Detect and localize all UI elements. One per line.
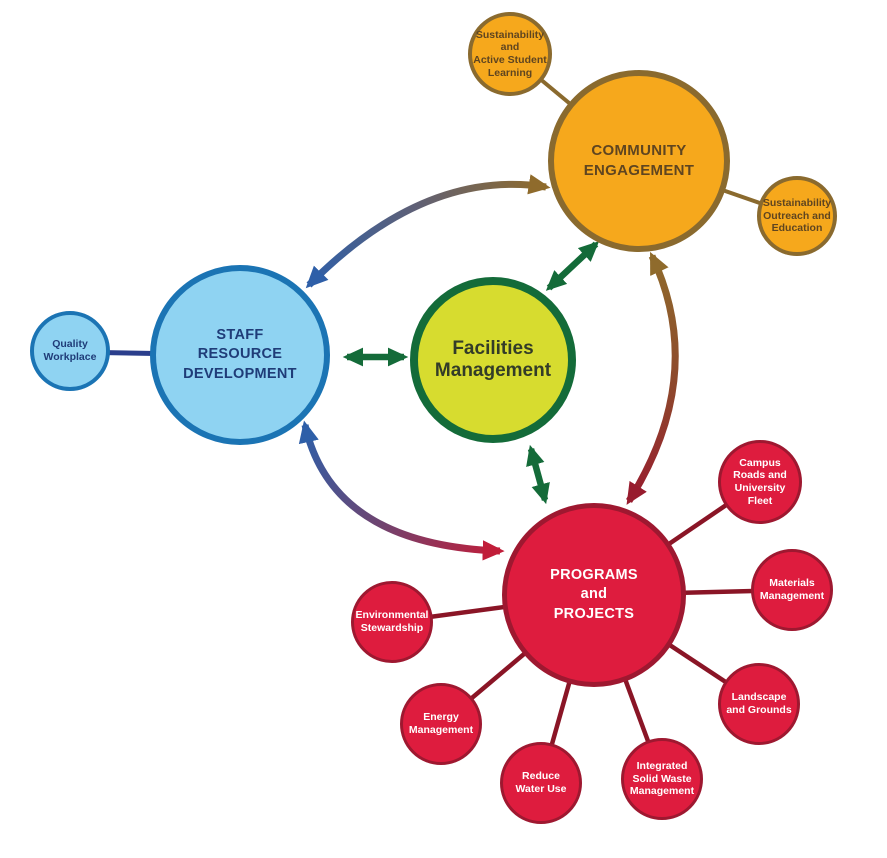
- node-materials-management-label: Materials Management: [759, 577, 825, 602]
- node-sustainability-active-student-learning: Sustainability and Active Student Learni…: [468, 12, 552, 96]
- node-sustainability-outreach-education: Sustainability Outreach and Education: [757, 176, 837, 256]
- node-staff-resource-development: STAFF RESOURCE DEVELOPMENT: [150, 265, 330, 445]
- node-environmental-stewardship: Environmental Stewardship: [351, 581, 433, 663]
- node-facilities-management: Facilities Management: [410, 277, 576, 443]
- node-programs-and-projects: PROGRAMS and PROJECTS: [502, 503, 686, 687]
- node-sustainability-active-student-learning-label: Sustainability and Active Student Learni…: [473, 28, 547, 79]
- node-sustainability-outreach-education-label: Sustainability Outreach and Education: [762, 197, 832, 235]
- arrow-staff-programs: [298, 420, 505, 561]
- node-campus-roads-university-fleet: Campus Roads and University Fleet: [718, 440, 802, 524]
- node-facilities-management-label: Facilities Management: [434, 337, 552, 381]
- node-quality-workplace: Quality Workplace: [30, 311, 110, 391]
- node-reduce-water-use-label: Reduce Water Use: [515, 770, 567, 795]
- node-landscape-and-grounds-label: Landscape and Grounds: [726, 691, 792, 716]
- node-integrated-solid-waste-management-label: Integrated Solid Waste Management: [629, 760, 695, 798]
- arrow-staff-community: [305, 174, 551, 289]
- node-programs-and-projects-label: PROGRAMS and PROJECTS: [550, 567, 638, 622]
- node-materials-management: Materials Management: [751, 549, 833, 631]
- node-landscape-and-grounds: Landscape and Grounds: [718, 663, 800, 745]
- node-energy-management-label: Energy Management: [408, 711, 474, 736]
- arrow-facilities-programs: [526, 444, 550, 505]
- node-integrated-solid-waste-management: Integrated Solid Waste Management: [621, 738, 703, 820]
- node-environmental-stewardship-label: Environmental Stewardship: [355, 609, 429, 634]
- node-community-engagement: COMMUNITY ENGAGEMENT: [548, 70, 730, 252]
- arrow-facilities-community: [545, 241, 600, 291]
- node-community-engagement-label: COMMUNITY ENGAGEMENT: [583, 141, 695, 179]
- node-energy-management: Energy Management: [400, 683, 482, 765]
- node-staff-resource-development-label: STAFF RESOURCE DEVELOPMENT: [183, 327, 297, 382]
- node-reduce-water-use: Reduce Water Use: [500, 742, 582, 824]
- node-quality-workplace-label: Quality Workplace: [43, 338, 97, 363]
- arrow-community-programs: [626, 251, 679, 505]
- node-campus-roads-university-fleet-label: Campus Roads and University Fleet: [733, 456, 787, 507]
